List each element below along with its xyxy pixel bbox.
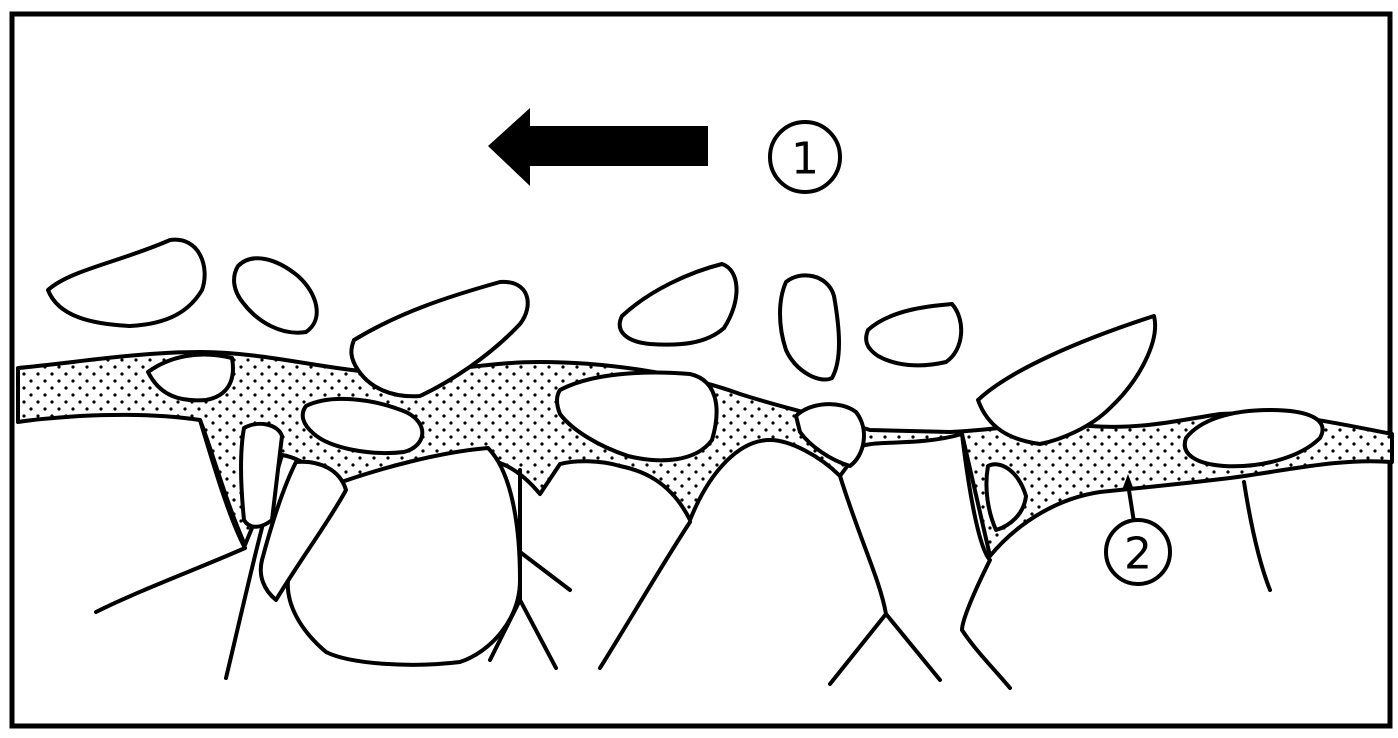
aggregate-stone-1 [48,240,205,326]
label-1-text: 1 [791,134,819,185]
label-2-text: 2 [1124,529,1152,580]
aggregate-stone-9 [780,275,839,379]
base-aggregate-line-8 [1244,482,1270,590]
label-2-marker: 2 [1106,520,1170,584]
aggregate-stone-10 [866,304,961,365]
aggregate-stone-2 [234,258,317,332]
base-aggregate-line-5 [600,522,690,668]
left-arrow-icon [488,108,708,186]
label-1-marker: 1 [770,122,840,192]
base-aggregate-line-1 [96,548,245,612]
aggregate-stone-8 [620,264,737,345]
base-aggregate-line-6 [830,476,940,684]
aggregate-stone-12 [796,404,864,466]
